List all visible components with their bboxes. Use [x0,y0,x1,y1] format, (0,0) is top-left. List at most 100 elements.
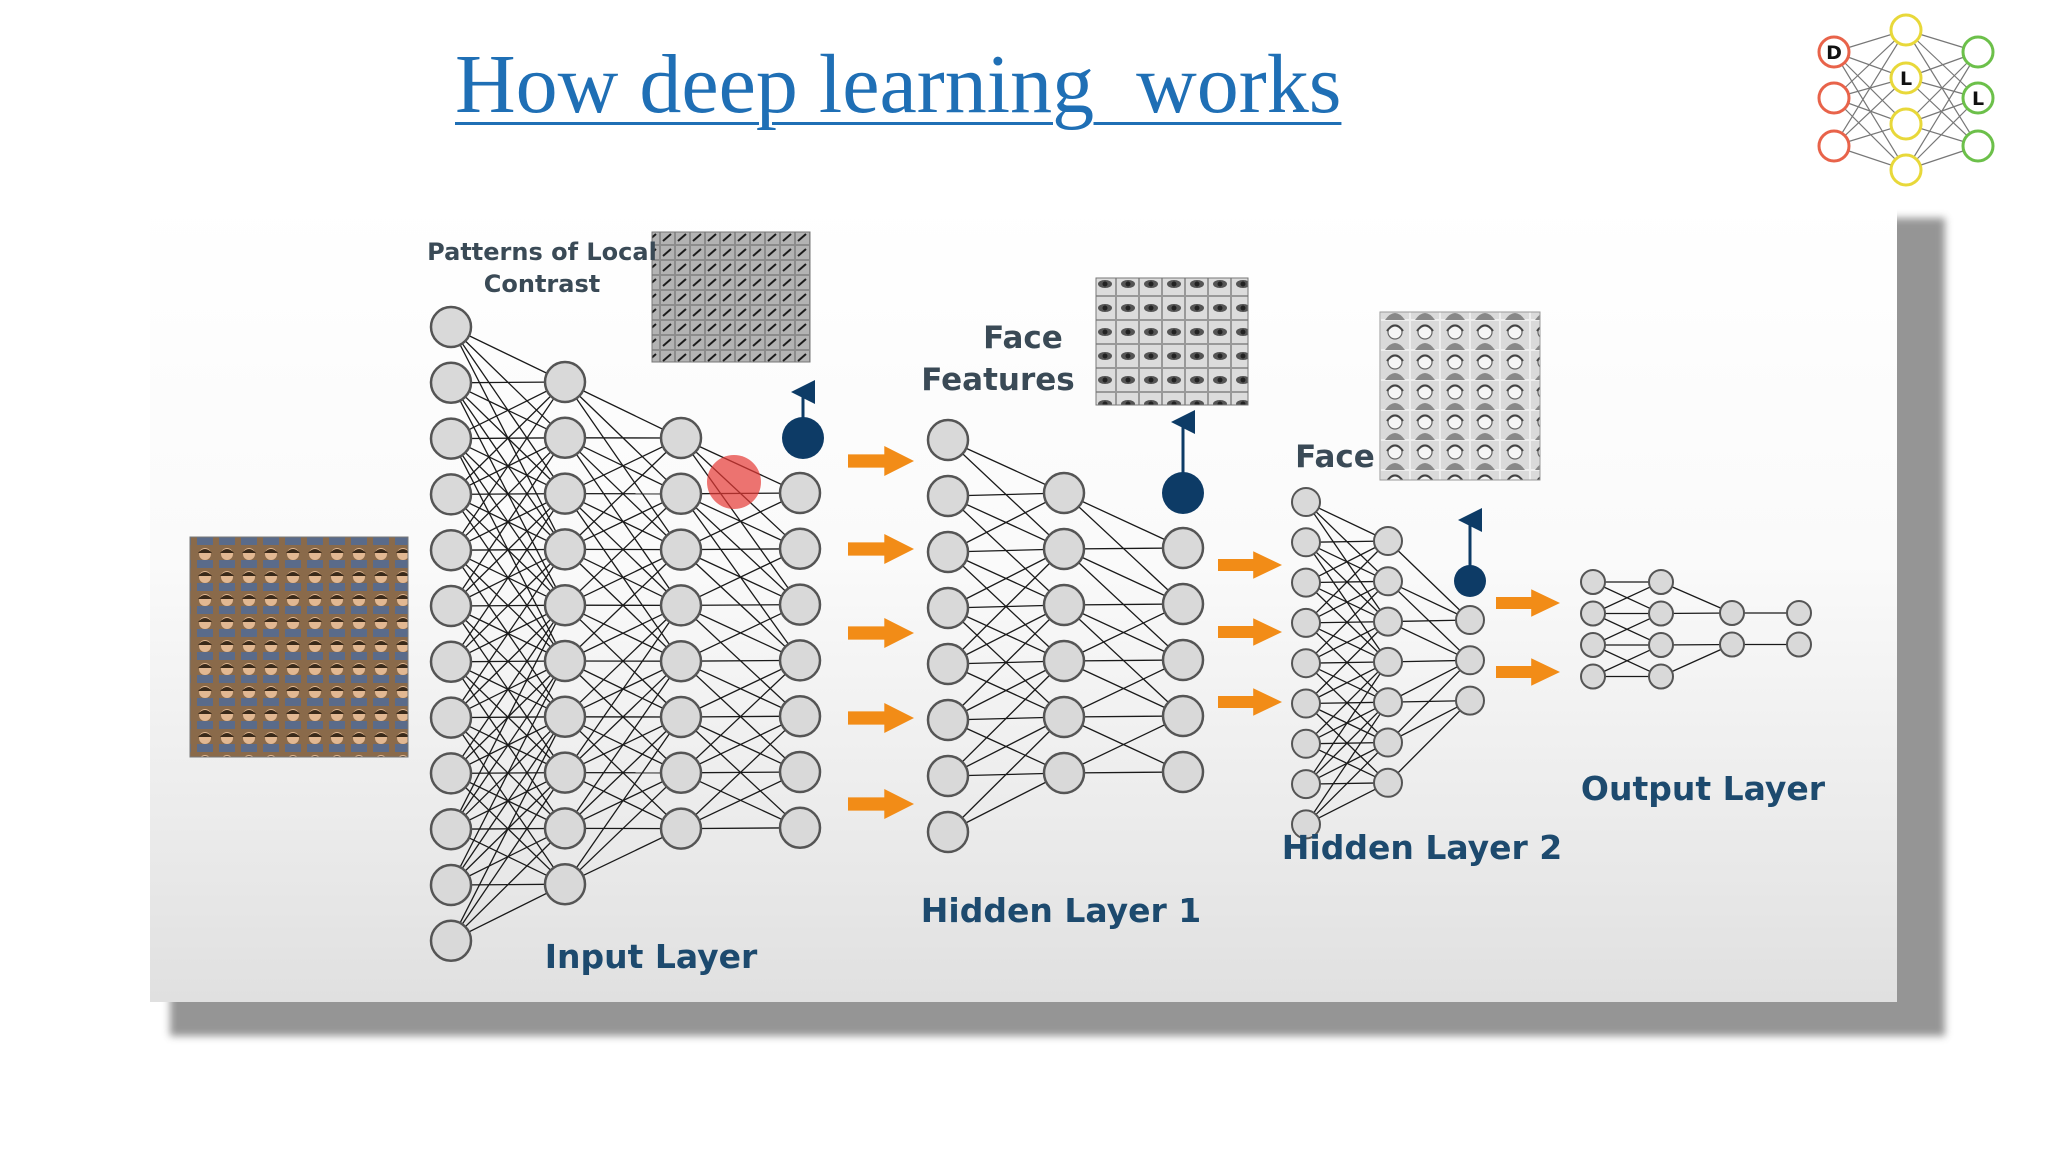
logo-node [1961,35,1995,69]
neuron-node [429,473,473,516]
network-edge [680,771,801,830]
neuron-node [543,472,587,515]
neuron-node [1042,471,1086,515]
neuron-node [1291,527,1321,558]
neuron-node [543,751,587,794]
network-edge [1305,661,1389,785]
network-edge [947,716,1065,777]
neuron-node [1291,769,1321,800]
neuron-node [659,416,703,460]
logo-node [1817,81,1851,115]
flow-arrow [1218,551,1282,579]
flow-arrow [1218,618,1282,646]
network-edge [450,604,566,774]
neuron-node [1161,750,1205,794]
neuron-node [1373,687,1403,718]
neuron-node [659,639,703,683]
network-edge [1387,580,1471,621]
network-edge [564,549,682,662]
network-edge [564,772,682,885]
label-face-features-line2: Features [921,362,1075,398]
network-edge [450,604,566,719]
neuron-node [1455,685,1485,716]
neuron-node [926,698,970,742]
neuron-node [659,695,703,739]
neuron-node [1161,694,1205,738]
flow-arrows [848,446,1560,819]
local-contrast-patterns-image [651,231,811,363]
network-edge [450,716,566,886]
network-edge [1063,715,1184,774]
neuron-node [543,416,587,460]
neuron-node [543,807,587,850]
label-output-layer: Output Layer [1581,769,1826,808]
neuron-node [926,586,970,630]
network-edge [947,716,1065,833]
logo-edge [1905,97,1979,171]
network-edge [450,716,566,942]
network-edge [450,437,566,551]
neuron-node [1042,639,1086,683]
neuron-node [1373,646,1403,677]
flow-arrow [848,534,914,564]
logo-edge [1905,51,1979,171]
neuron-node [1719,631,1745,658]
neuron-node [1580,663,1606,690]
network-edge [1305,540,1389,624]
network-edge [1305,621,1389,704]
network-edge [450,660,566,886]
network-edge [564,716,682,885]
neuron-node [1648,600,1674,627]
network-edge [564,437,682,550]
neuron-node [659,584,703,627]
network-edge [947,439,1065,494]
neuron-node [1373,727,1403,758]
network-edge [450,827,566,942]
network-edge [1305,661,1389,705]
logo-node [1961,129,1995,163]
network-edge [947,660,1065,777]
network-edge [450,660,566,830]
network-edge [450,604,566,830]
logo-letter-l: L [1900,68,1912,90]
face-features-image [1095,277,1249,406]
network-edge [1305,742,1389,825]
diagram-panel: Patterns of Local Contrast Face Features… [150,200,1897,1002]
flow-arrow [848,446,914,476]
network-edge [1305,621,1389,664]
neuron-node [543,528,587,571]
neuron-node [429,752,473,795]
flow-arrow [1496,658,1560,686]
neuron-node [429,640,473,684]
flow-arrow [848,703,914,733]
network-edge [564,437,682,495]
network-edge [1305,540,1389,584]
neuron-node [1042,583,1086,627]
network-edge [947,548,1065,609]
network-edge [680,715,801,830]
neuron-node [926,754,970,798]
logo-edge [1905,51,1979,125]
neuron-node [1042,527,1086,571]
logo-edge [1833,29,1907,147]
network-edge [680,548,801,606]
network-edge [1063,492,1184,549]
network-edge [450,381,566,495]
neuron-node [1373,566,1403,597]
neuron-node [1161,582,1205,626]
network-edge [1387,700,1471,784]
network-edge [1387,540,1471,621]
network-edge [1387,621,1471,661]
network-edge [947,604,1065,665]
network-edge [1063,659,1184,718]
network-edge [450,493,566,663]
neuron-node [1648,663,1674,690]
network-edge [564,381,682,439]
network-edge [947,772,1065,833]
neuron-node [543,862,587,906]
label-hidden-layer-2: Hidden Layer 2 [1282,828,1562,867]
neuron-node [1580,569,1606,595]
neuron-node [1580,632,1606,658]
neuron-node [1161,526,1205,570]
neuron-node [1291,809,1321,840]
